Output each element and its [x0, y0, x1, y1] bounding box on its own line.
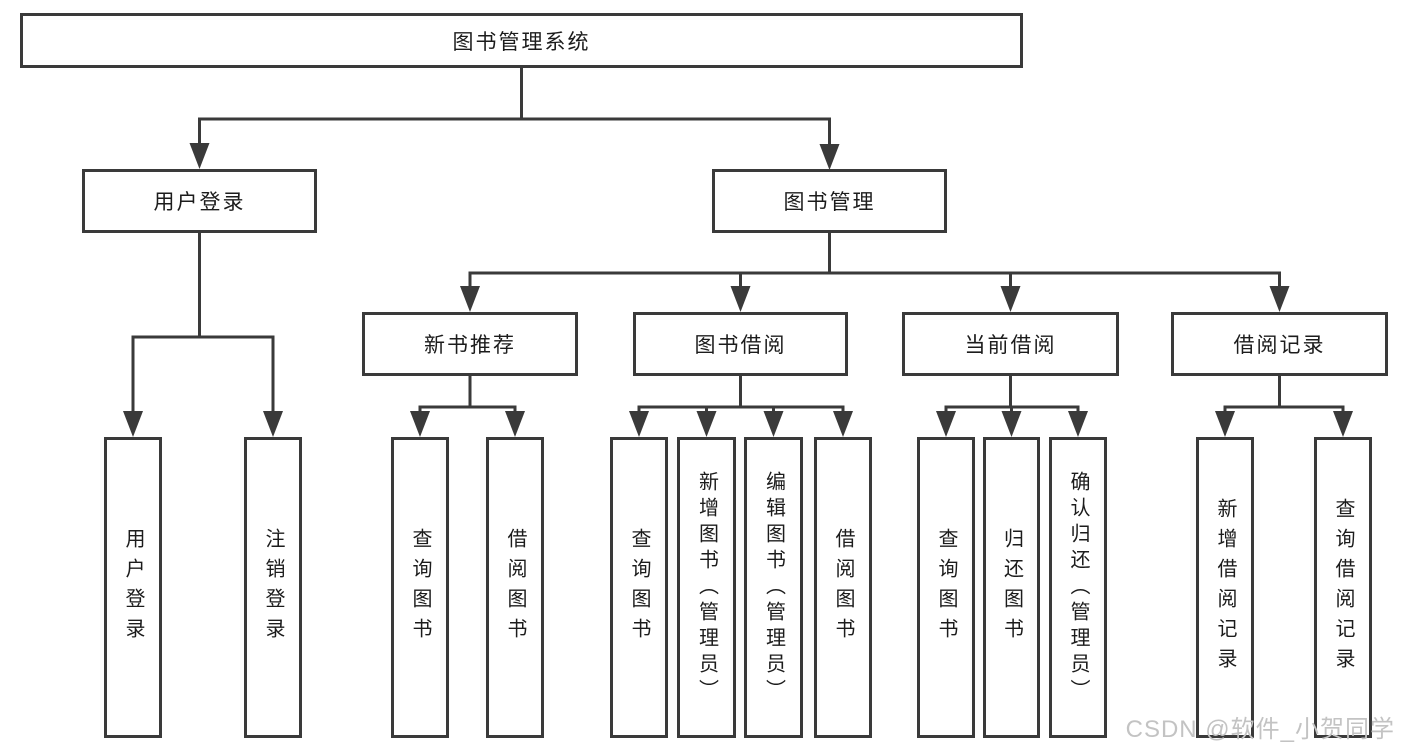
leaf-query-books-borrow: 查询图书: [610, 437, 668, 738]
node-user-login: 用户登录: [82, 169, 317, 233]
leaf-borrow-books: 借阅图书: [814, 437, 872, 738]
leaf-query-borrow-record: 查询借阅记录: [1314, 437, 1372, 738]
leaf-return-books: 归还图书: [983, 437, 1040, 738]
leaf-logout-login: 注销登录: [244, 437, 302, 738]
leaf-borrow-books-recommend: 借阅图书: [486, 437, 544, 738]
node-borrowing-records: 借阅记录: [1171, 312, 1388, 376]
node-book-management: 图书管理: [712, 169, 947, 233]
watermark-text: CSDN @软件_小贺同学: [1125, 716, 1395, 743]
leaf-query-books-recommend: 查询图书: [391, 437, 449, 738]
node-new-book-recommend: 新书推荐: [362, 312, 578, 376]
leaf-user-login: 用户登录: [104, 437, 162, 738]
leaf-edit-books-admin: 编辑图书（管理员）: [744, 437, 803, 738]
node-current-borrowing: 当前借阅: [902, 312, 1119, 376]
leaf-confirm-return-admin: 确认归还（管理员）: [1049, 437, 1107, 738]
node-book-borrowing: 图书借阅: [633, 312, 848, 376]
leaf-add-books-admin: 新增图书（管理员）: [677, 437, 736, 738]
node-library-system: 图书管理系统: [20, 13, 1023, 68]
leaf-add-borrow-record: 新增借阅记录: [1196, 437, 1254, 738]
leaf-query-books-current: 查询图书: [917, 437, 975, 738]
